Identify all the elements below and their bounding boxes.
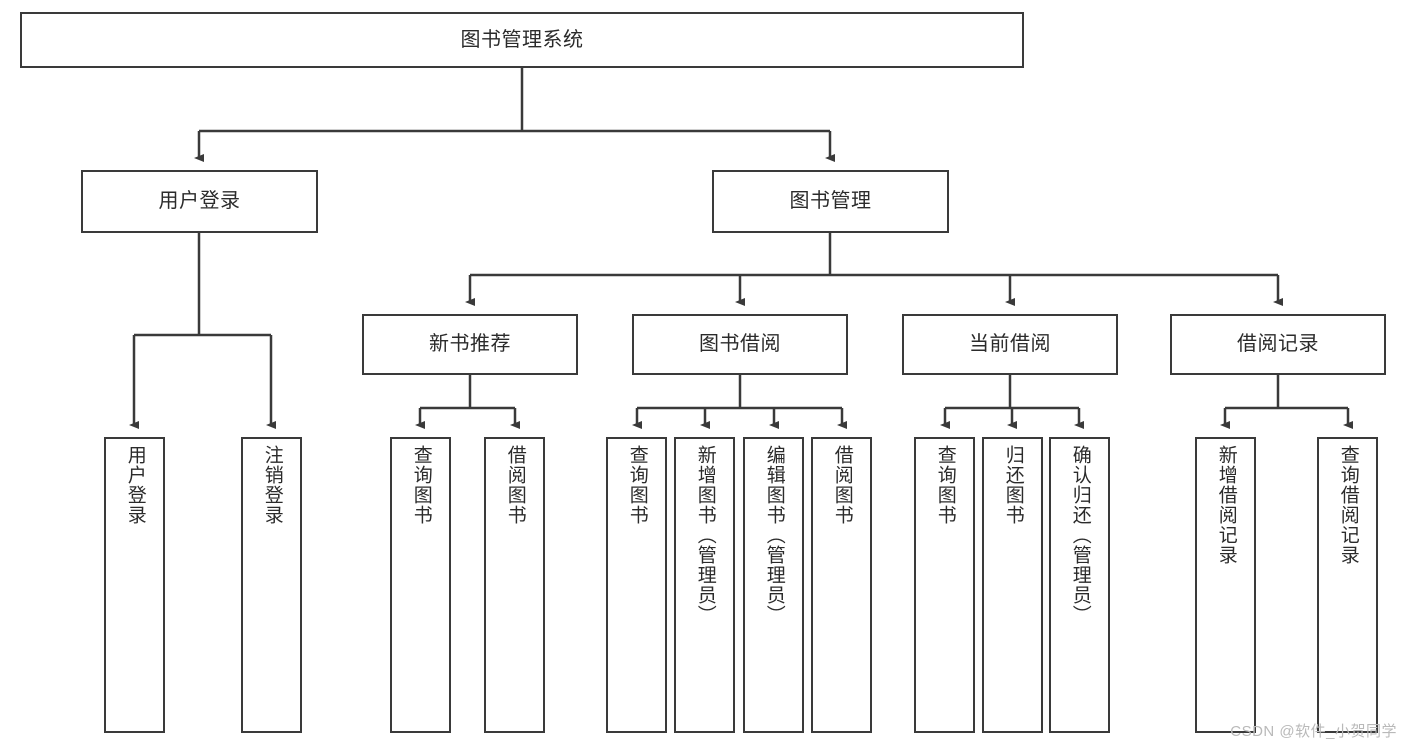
node-label: 图书管理系统 [460,28,584,51]
leaf-new-book-query[interactable]: 查询图书 [390,437,451,733]
node-label: 图书管理 [789,190,872,212]
node-label: 新增借阅记录 [1215,445,1237,565]
node-label: 用户登录 [124,445,146,525]
leaf-current-borrow-return[interactable]: 归还图书 [982,437,1043,733]
node-label: 编辑图书（管理员） [763,445,785,625]
leaf-user-login-logout[interactable]: 注销登录 [241,437,302,733]
node-current-borrow[interactable]: 当前借阅 [902,314,1118,375]
node-label: 注销登录 [261,445,283,525]
node-label: 归还图书 [1002,445,1024,525]
node-book-borrow[interactable]: 图书借阅 [632,314,848,375]
leaf-current-borrow-query[interactable]: 查询图书 [914,437,975,733]
node-new-book-recommend[interactable]: 新书推荐 [362,314,578,375]
node-label: 查询借阅记录 [1337,445,1359,565]
node-label: 用户登录 [158,190,241,212]
edge-root-to-level2 [194,68,835,162]
leaf-book-borrow-add[interactable]: 新增图书（管理员） [674,437,735,733]
node-label: 查询图书 [934,445,956,525]
node-label: 查询图书 [626,445,648,525]
edge-currentborrow-to-leaves [940,375,1084,429]
edge-userlogin-to-leaves [129,233,276,429]
node-label: 查询图书 [410,445,432,525]
edge-bookmgmt-to-level3 [465,233,1283,306]
leaf-user-login-login[interactable]: 用户登录 [104,437,165,733]
node-borrow-record[interactable]: 借阅记录 [1170,314,1386,375]
node-label: 借阅图书 [504,445,526,525]
node-root-system[interactable]: 图书管理系统 [20,12,1024,68]
leaf-new-book-borrow[interactable]: 借阅图书 [484,437,545,733]
node-label: 借阅图书 [831,445,853,525]
node-label: 新增图书（管理员） [694,445,716,625]
leaf-current-borrow-confirm[interactable]: 确认归还（管理员） [1049,437,1110,733]
leaf-book-borrow-edit[interactable]: 编辑图书（管理员） [743,437,804,733]
edge-bookborrow-to-leaves [632,375,847,429]
leaf-book-borrow-borrow[interactable]: 借阅图书 [811,437,872,733]
node-label: 确认归还（管理员） [1069,445,1091,625]
edge-borrowrecord-to-leaves [1220,375,1353,429]
leaf-book-borrow-query[interactable]: 查询图书 [606,437,667,733]
node-label: 新书推荐 [429,333,511,355]
node-user-login[interactable]: 用户登录 [81,170,318,233]
edge-newbook-to-leaves [415,375,520,429]
node-book-management[interactable]: 图书管理 [712,170,949,233]
leaf-borrow-record-add[interactable]: 新增借阅记录 [1195,437,1256,733]
node-label: 当前借阅 [969,333,1051,355]
leaf-borrow-record-query[interactable]: 查询借阅记录 [1317,437,1378,733]
node-label: 借阅记录 [1237,333,1319,355]
node-label: 图书借阅 [699,333,781,355]
